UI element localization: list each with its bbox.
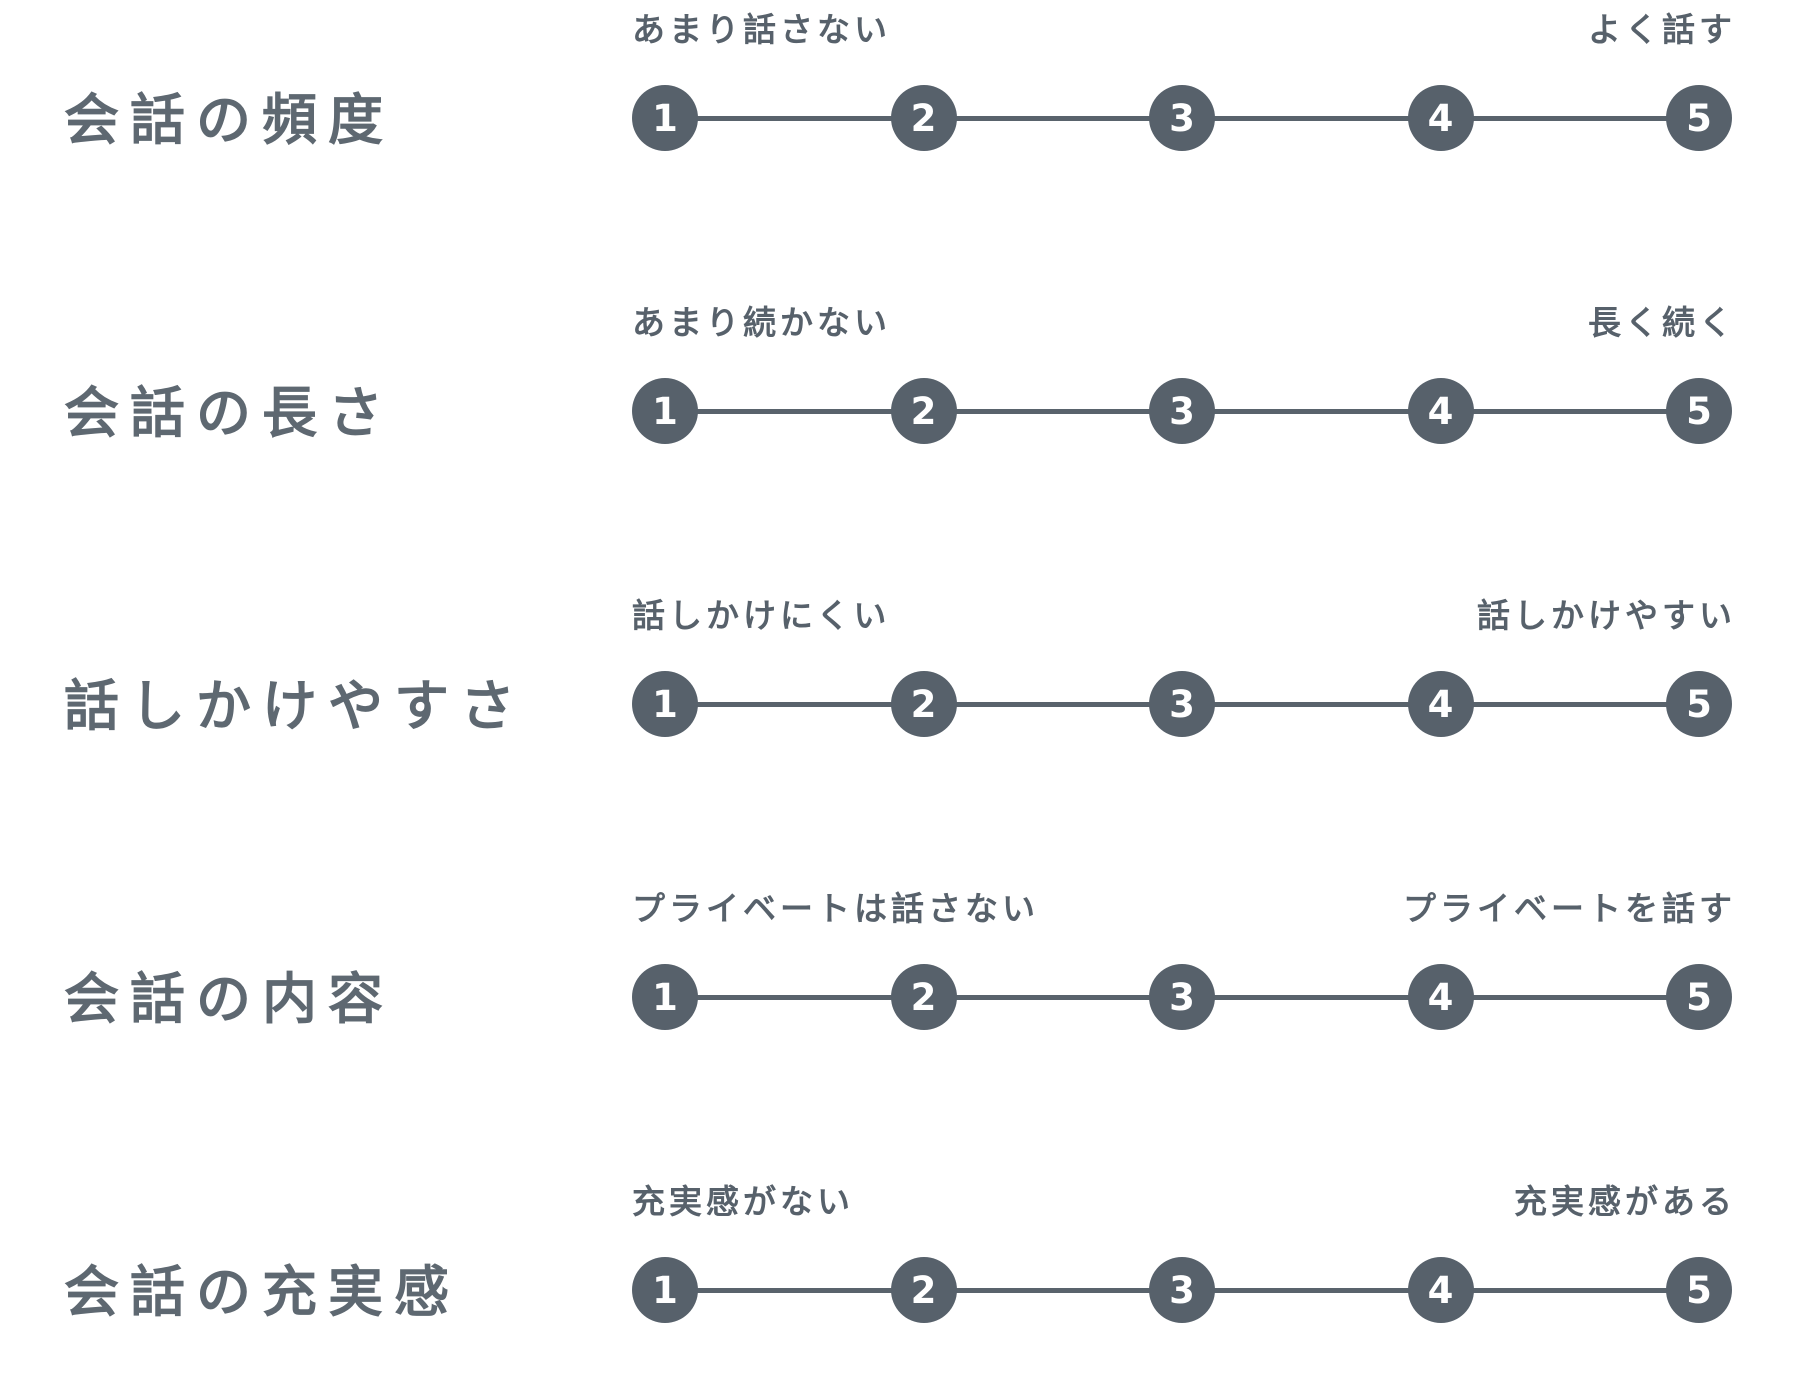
scale-min-label: あまり続かない (632, 304, 891, 341)
rating-option-2[interactable]: 2 (890, 671, 957, 737)
rating-row-title: 会話の内容 (64, 967, 395, 1030)
rating-option-4[interactable]: 4 (1407, 964, 1474, 1030)
rating-track: 1 2 3 4 5 (632, 671, 1732, 737)
rating-option-5[interactable]: 5 (1666, 964, 1732, 1030)
rating-option-1[interactable]: 1 (632, 671, 698, 737)
rating-scale: あまり続かない 長く続く 1 2 3 4 5 (632, 302, 1732, 444)
rating-option-4[interactable]: 4 (1407, 1257, 1474, 1323)
scale-max-label: 話しかけやすい (1477, 597, 1736, 634)
rating-row: 会話の長さ あまり続かない 長く続く 1 2 3 4 5 (0, 302, 1800, 478)
rating-option-3[interactable]: 3 (1149, 671, 1215, 737)
rating-row-title: 会話の充実感 (64, 1260, 461, 1323)
rating-option-5[interactable]: 5 (1666, 378, 1732, 444)
rating-option-3[interactable]: 3 (1149, 964, 1215, 1030)
rating-track: 1 2 3 4 5 (632, 378, 1732, 444)
rating-option-3[interactable]: 3 (1149, 378, 1215, 444)
rating-option-4[interactable]: 4 (1407, 671, 1474, 737)
rating-track: 1 2 3 4 5 (632, 964, 1732, 1030)
rating-scale: プライベートは話さない プライベートを話す 1 2 3 4 5 (632, 888, 1732, 1030)
scale-anchor-labels: あまり続かない 長く続く (632, 302, 1732, 344)
rating-option-3[interactable]: 3 (1149, 1257, 1215, 1323)
scale-anchor-labels: プライベートは話さない プライベートを話す (632, 888, 1732, 930)
rating-row: 会話の充実感 充実感がない 充実感がある 1 2 3 4 5 (0, 1181, 1800, 1357)
rating-scale: 話しかけにくい 話しかけやすい 1 2 3 4 5 (632, 595, 1732, 737)
rating-row-title: 会話の頻度 (64, 88, 395, 151)
rating-option-5[interactable]: 5 (1666, 1257, 1732, 1323)
rating-option-2[interactable]: 2 (890, 85, 957, 151)
rating-row-title: 会話の長さ (64, 381, 395, 444)
scale-max-label: よく話す (1588, 11, 1736, 48)
rating-option-4[interactable]: 4 (1407, 378, 1474, 444)
scale-min-label: あまり話さない (632, 11, 891, 48)
rating-option-5[interactable]: 5 (1666, 671, 1732, 737)
scale-min-label: 充実感がない (632, 1183, 854, 1220)
rating-row-title: 話しかけやすさ (64, 674, 527, 737)
rating-option-1[interactable]: 1 (632, 378, 698, 444)
scale-max-label: プライベートを話す (1403, 890, 1736, 927)
scale-min-label: 話しかけにくい (632, 597, 891, 634)
scale-max-label: 長く続く (1588, 304, 1736, 341)
rating-option-2[interactable]: 2 (890, 1257, 957, 1323)
rating-option-4[interactable]: 4 (1407, 85, 1474, 151)
rating-option-2[interactable]: 2 (890, 378, 957, 444)
rating-row: 会話の内容 プライベートは話さない プライベートを話す 1 2 3 4 5 (0, 888, 1800, 1064)
rating-track: 1 2 3 4 5 (632, 85, 1732, 151)
rating-option-1[interactable]: 1 (632, 964, 698, 1030)
scale-anchor-labels: 充実感がない 充実感がある (632, 1181, 1732, 1223)
rating-option-5[interactable]: 5 (1666, 85, 1732, 151)
scale-max-label: 充実感がある (1514, 1183, 1736, 1220)
rating-scale: あまり話さない よく話す 1 2 3 4 5 (632, 9, 1732, 151)
rating-option-2[interactable]: 2 (890, 964, 957, 1030)
rating-row: 話しかけやすさ 話しかけにくい 話しかけやすい 1 2 3 4 5 (0, 595, 1800, 771)
rating-track: 1 2 3 4 5 (632, 1257, 1732, 1323)
rating-scale: 充実感がない 充実感がある 1 2 3 4 5 (632, 1181, 1732, 1323)
scale-anchor-labels: 話しかけにくい 話しかけやすい (632, 595, 1732, 637)
rating-option-3[interactable]: 3 (1149, 85, 1215, 151)
scale-min-label: プライベートは話さない (632, 890, 1039, 927)
rating-option-1[interactable]: 1 (632, 1257, 698, 1323)
rating-option-1[interactable]: 1 (632, 85, 698, 151)
scale-anchor-labels: あまり話さない よく話す (632, 9, 1732, 51)
rating-row: 会話の頻度 あまり話さない よく話す 1 2 3 4 5 (0, 9, 1800, 185)
